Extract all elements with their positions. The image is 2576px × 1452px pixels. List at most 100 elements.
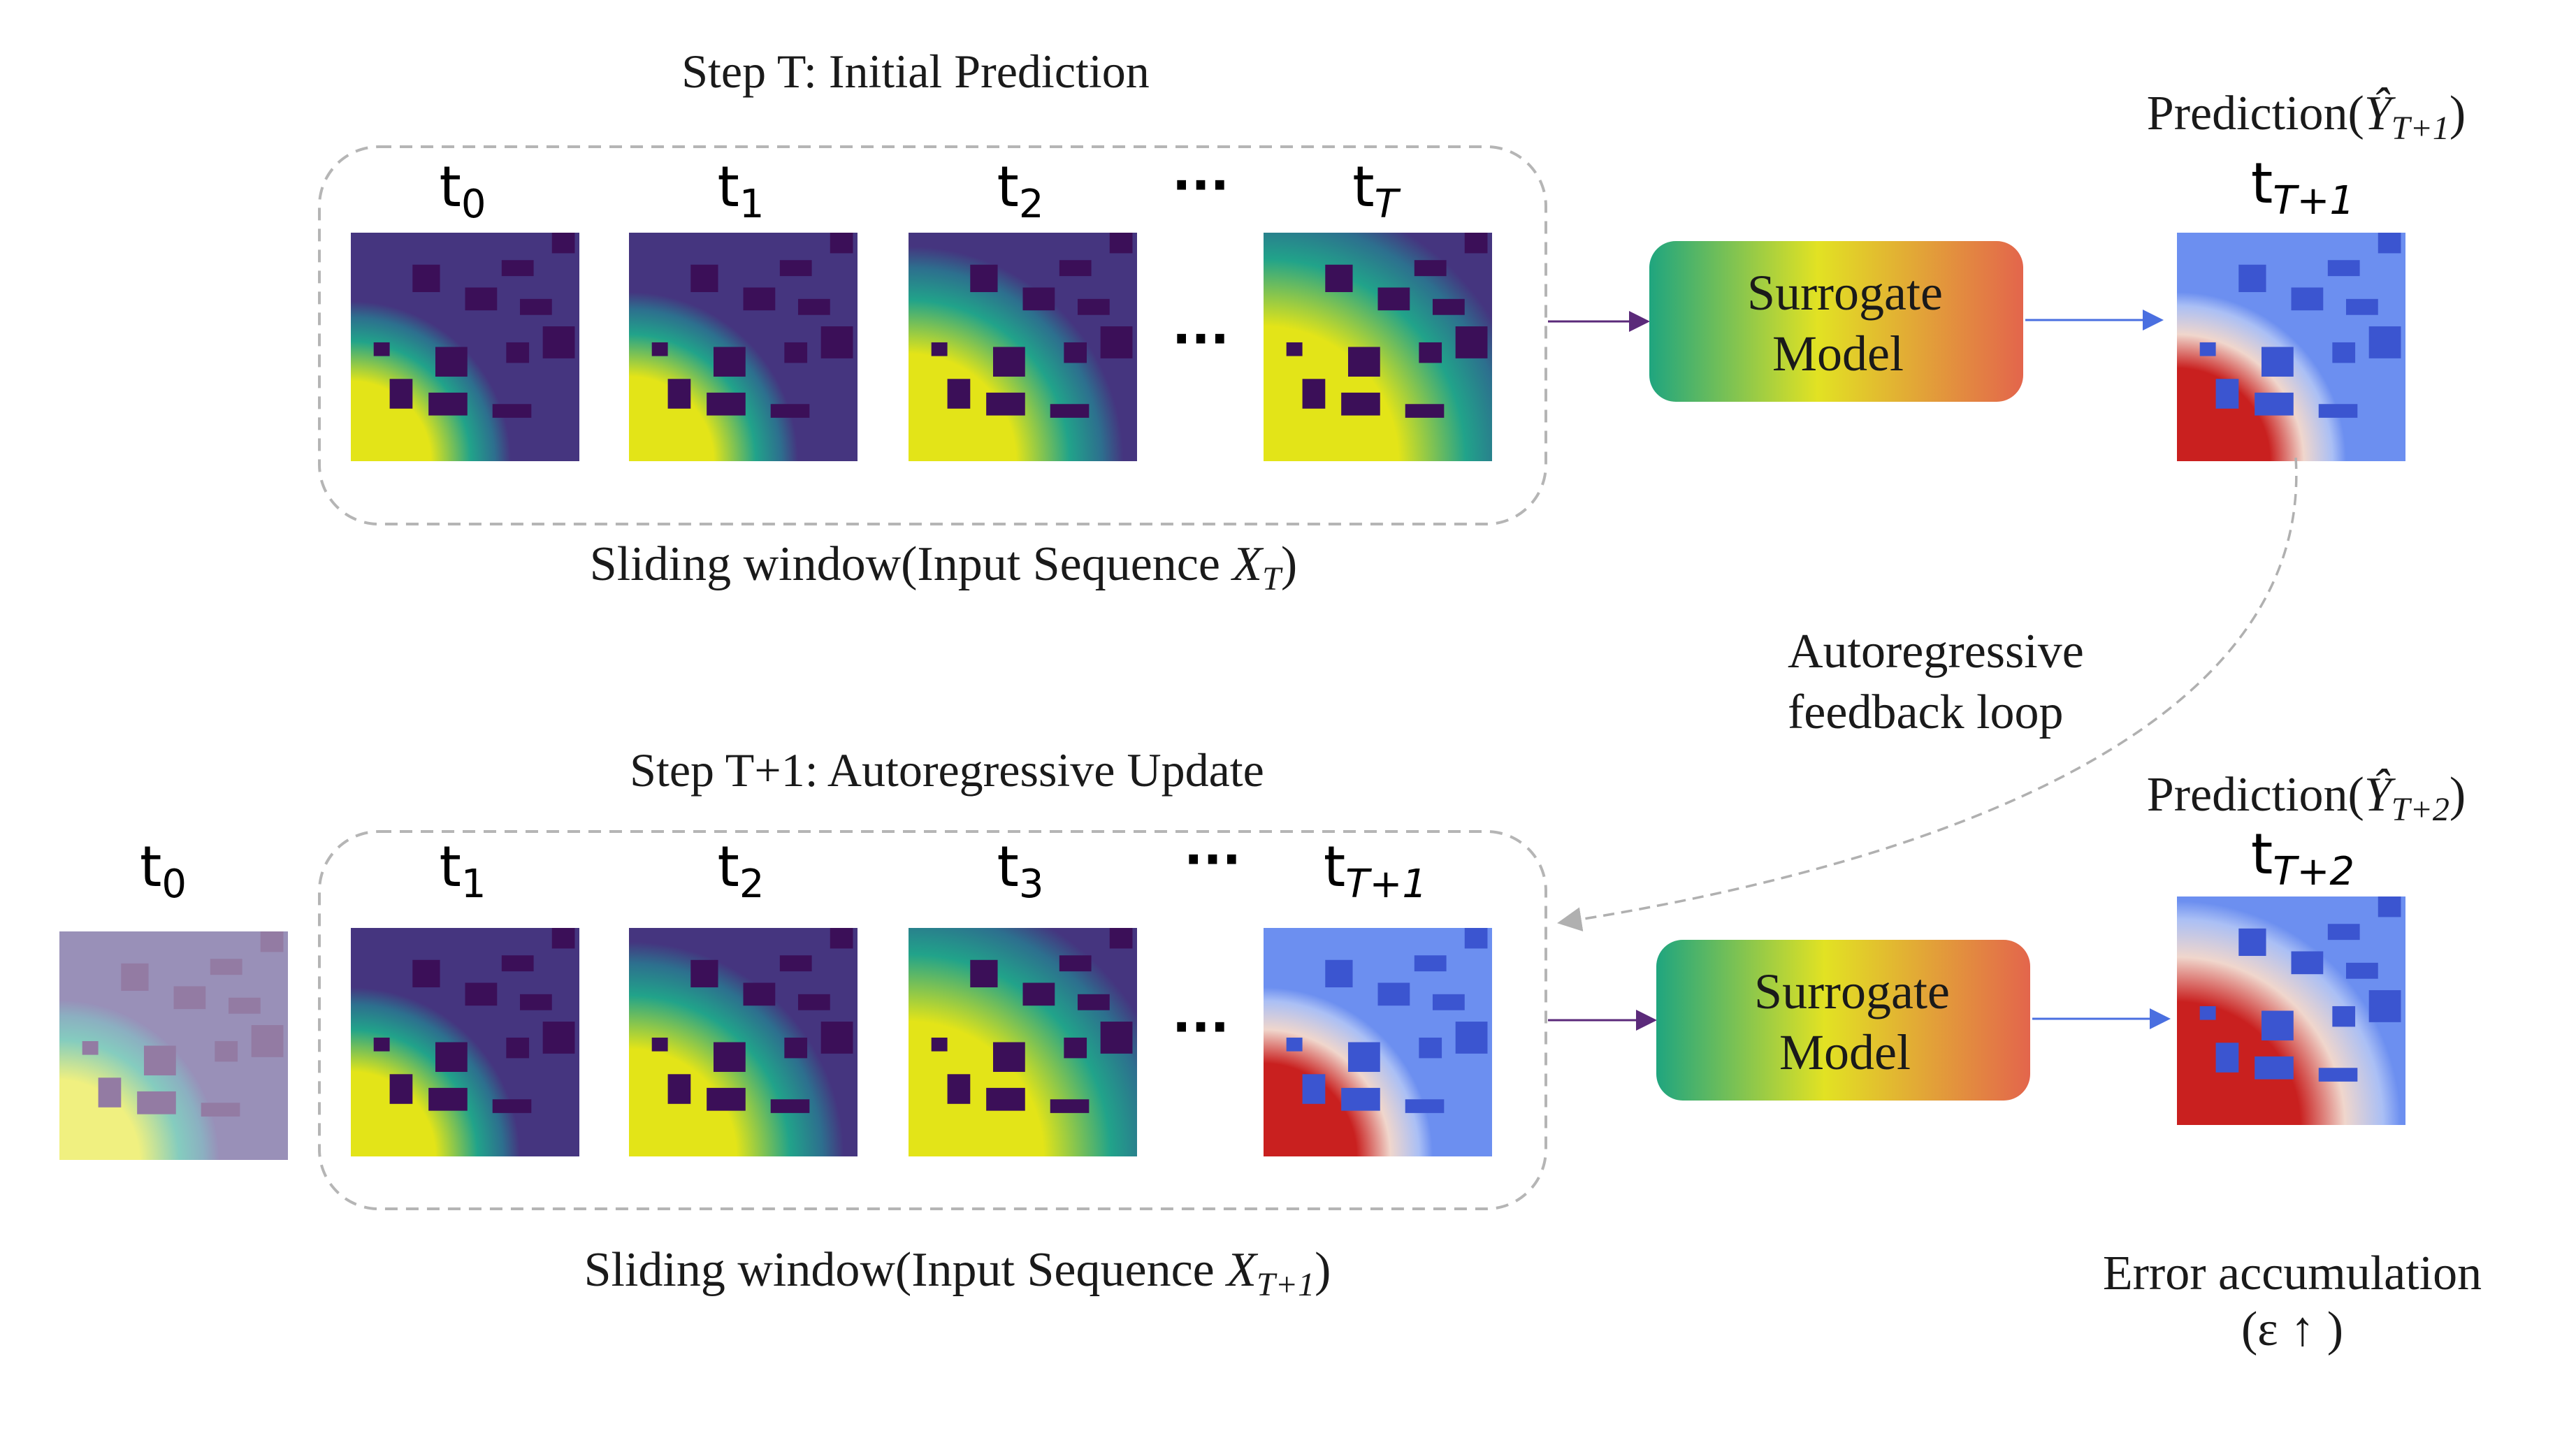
step2-frame-1-obstacle — [830, 928, 853, 949]
step2-frame-0-obstacle — [492, 1099, 532, 1113]
step2-frame-2-obstacle — [931, 1037, 948, 1052]
step1-frame-2 — [909, 233, 1137, 461]
step2-dropped-field-obstacle — [143, 1045, 176, 1076]
error-label-line1: Error accumulation — [2103, 1247, 2482, 1300]
step1-frame-2-obstacle — [986, 392, 1025, 416]
step1-frame-0-obstacle — [412, 264, 440, 293]
step1-prediction-field-obstacle — [2199, 342, 2216, 356]
step1-frame-2-obstacle — [970, 264, 998, 293]
step2-frame-2-obstacle — [1077, 994, 1110, 1010]
step2-frame-3-obstacle — [1432, 994, 1465, 1010]
step1-prediction-field-obstacle — [2345, 298, 2378, 315]
step1-frame-1-obstacle — [651, 342, 668, 356]
step2-frame-3-obstacle — [1377, 982, 1410, 1006]
step1-frame-0-obstacle — [435, 347, 468, 377]
step1-frame-3-obstacle — [1419, 342, 1442, 363]
step2-frame-2-obstacle — [1059, 955, 1092, 972]
step1-prediction-field-obstacle — [2368, 326, 2401, 358]
step1-frame-2-obstacle — [1059, 260, 1092, 277]
step1-prediction-field-obstacle — [2291, 287, 2324, 311]
step2-frame-0-obstacle — [551, 928, 575, 949]
step2-dropped-field-obstacle — [82, 1040, 99, 1055]
step2-frame-1-obstacle — [779, 955, 812, 972]
step2-dropped-frame — [59, 931, 288, 1160]
step1-frame-3 — [1264, 233, 1492, 461]
step1-frame-2-obstacle — [1109, 233, 1133, 254]
step2-prediction-label: Prediction(ŶT+2) — [2147, 768, 2466, 828]
step2-frame-2-obstacle — [1050, 1099, 1090, 1113]
step1-surrogate-model — [1649, 241, 2023, 402]
step2-frame-label-0: t1 — [439, 834, 486, 907]
step1-frame-0-obstacle — [551, 233, 575, 254]
step1-prediction-field-obstacle — [2378, 233, 2401, 254]
step2-prediction-field-obstacle — [2332, 1005, 2356, 1027]
step1-frame-3-obstacle — [1347, 347, 1380, 377]
step1-frame-2-obstacle — [1050, 404, 1090, 418]
step1-frame-0-obstacle — [465, 287, 498, 311]
step2-dropped-field-obstacle — [215, 1040, 238, 1062]
step1-frame-0 — [351, 233, 579, 461]
feedback-label-line2: feedback loop — [1788, 685, 2064, 739]
step1-window-frame — [318, 145, 1547, 525]
step1-frame-1-obstacle — [713, 347, 746, 377]
step1-frame-3-obstacle — [1432, 298, 1465, 315]
step2-frame-0-obstacle — [465, 982, 498, 1006]
step1-frame-1-obstacle — [820, 326, 853, 358]
step1-frame-1-obstacle — [784, 342, 808, 363]
step2-frame-0-obstacle — [412, 959, 440, 988]
step1-prediction-field-obstacle — [2318, 404, 2358, 418]
step2-dropped-field-obstacle — [121, 963, 149, 992]
step2-prediction-field-obstacle — [2255, 1056, 2294, 1080]
step2-prediction-field-obstacle — [2215, 1043, 2239, 1073]
step2-prediction-field-obstacle — [2291, 951, 2324, 975]
step2-dropped-field — [59, 931, 288, 1160]
step2-ellipsis-mid: ··· — [1172, 998, 1229, 1057]
step2-frame-3-obstacle — [1286, 1037, 1303, 1052]
step1-frame-1-obstacle — [830, 233, 853, 254]
step2-frame-2-obstacle — [992, 1042, 1025, 1073]
step1-prediction-time: tT+1 — [2251, 151, 2354, 224]
step2-frame-2-obstacle — [947, 1074, 971, 1104]
step1-window-label: Sliding window(Input Sequence XT) — [590, 537, 1297, 597]
step1-ellipsis-mid: ··· — [1172, 310, 1229, 368]
step1-frame-2-obstacle — [1022, 287, 1055, 311]
step2-prediction-field — [2177, 896, 2405, 1125]
step2-dropped-field-obstacle — [228, 997, 261, 1014]
step1-frame-3-obstacle — [1302, 379, 1326, 409]
step1-model-line1: Surrogate — [1747, 265, 1943, 321]
step1-model-line2: Model — [1772, 326, 1904, 382]
step2-frame-label-2: t3 — [997, 834, 1043, 907]
step1-title: Step T: Initial Prediction — [681, 45, 1150, 98]
step2-prediction-field-obstacle — [2378, 896, 2401, 917]
step1-frame-label-3: tT — [1352, 154, 1401, 227]
step2-frame-3-obstacle — [1414, 955, 1447, 972]
step2-frame-3-obstacle — [1405, 1099, 1445, 1113]
step1-prediction-label: Prediction(ŶT+1) — [2147, 87, 2466, 147]
step2-dropped-field-obstacle — [210, 959, 243, 975]
step1-frame-1 — [629, 233, 858, 461]
step2-frame-3-obstacle — [1464, 928, 1488, 949]
step2-frame-1 — [629, 928, 858, 1156]
step1-frame-3-obstacle — [1341, 392, 1380, 416]
step2-dropped-time: t0 — [140, 834, 187, 907]
step1-frame-3-obstacle — [1405, 404, 1445, 418]
step2-window-frame — [318, 830, 1547, 1210]
step2-frame-3-obstacle — [1347, 1042, 1380, 1073]
step2-frame-label-3: tT+1 — [1324, 834, 1427, 907]
step2-frame-0-obstacle — [506, 1037, 530, 1059]
step2-dropped-field-obstacle — [173, 986, 206, 1010]
step2-frame-3-obstacle — [1325, 959, 1353, 988]
step2-model-line2: Model — [1779, 1024, 1911, 1080]
step1-prediction-image — [2177, 233, 2405, 461]
step1-frame-0-obstacle — [519, 298, 552, 315]
step1-prediction-field-obstacle — [2238, 264, 2266, 293]
step1-frame-1-obstacle — [743, 287, 776, 311]
step1-frame-0-obstacle — [389, 379, 413, 409]
step2-dropped-field-fade — [59, 931, 288, 1160]
step2-frame-0-obstacle — [542, 1022, 575, 1054]
step2-frame-2-obstacle — [1022, 982, 1055, 1006]
step2-dropped-field-obstacle — [201, 1103, 240, 1117]
